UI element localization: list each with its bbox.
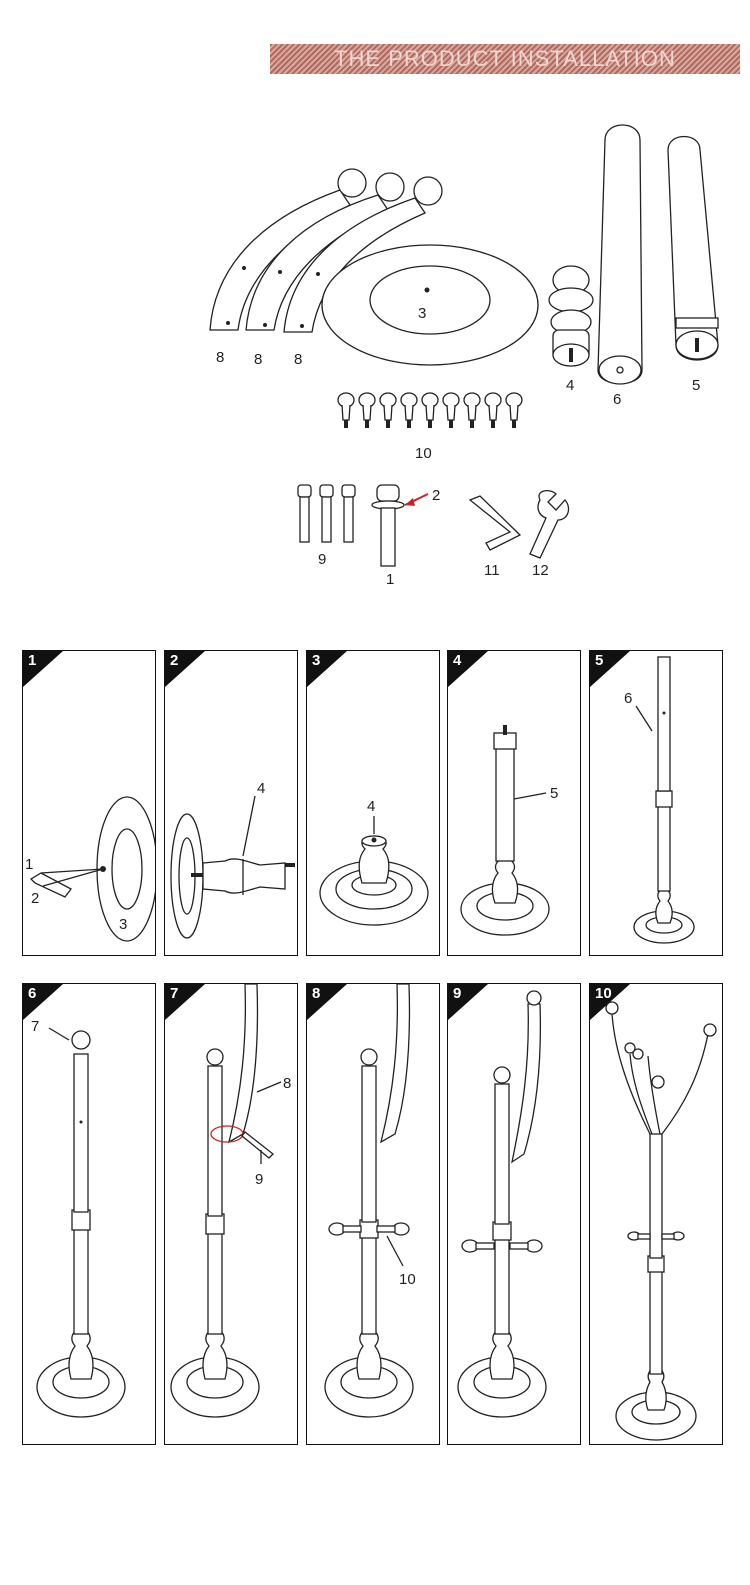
step-illustration	[457, 990, 547, 1418]
step-illustration	[605, 1001, 717, 1441]
step-number: 9	[453, 985, 462, 1002]
long-pole-part	[597, 124, 643, 385]
step-panel-9: 9	[447, 983, 581, 1445]
step-label: 9	[255, 1171, 263, 1188]
step-illustration: 5	[460, 725, 558, 936]
arm-part-1	[209, 168, 367, 331]
step-panel-6: 6 7	[22, 983, 156, 1445]
wrench-part	[529, 489, 570, 559]
step-label: 5	[550, 785, 558, 802]
step-panel-4: 4 5	[447, 650, 581, 956]
step-number: 7	[170, 985, 179, 1002]
step-label: 4	[257, 780, 265, 797]
step-label: 6	[624, 690, 632, 707]
step-label: 2	[31, 890, 39, 907]
step-tab	[590, 651, 630, 687]
base-disc-part	[321, 244, 539, 366]
step-panel-3: 3 4	[306, 650, 440, 956]
part-label-1: 1	[386, 571, 394, 588]
part-label-4: 4	[566, 377, 574, 394]
step-number: 8	[312, 985, 321, 1002]
part-label-8a: 8	[216, 349, 224, 366]
step-illustration: 6	[624, 656, 695, 944]
lower-pole-part	[667, 136, 719, 361]
step-label: 10	[399, 1271, 416, 1288]
step-illustration: 10	[324, 984, 416, 1418]
step-number: 3	[312, 652, 321, 669]
turned-post-part	[548, 265, 594, 367]
bolts-part	[297, 484, 356, 543]
step-tab	[23, 984, 63, 1020]
dowel-part	[371, 484, 429, 567]
step-panel-1: 1 1 2 3	[22, 650, 156, 956]
step-tab	[23, 651, 63, 687]
part-label-10: 10	[415, 445, 432, 462]
step-tab	[307, 984, 347, 1020]
step-tab	[165, 651, 205, 687]
part-label-8b: 8	[254, 351, 262, 368]
part-label-9: 9	[318, 551, 326, 568]
banner-title: THE PRODUCT INSTALLATION	[334, 46, 676, 71]
arm-part-2	[245, 172, 405, 331]
step-panel-5: 5 6	[589, 650, 723, 956]
installation-banner: THE PRODUCT INSTALLATION	[270, 44, 740, 74]
step-label: 4	[367, 798, 375, 815]
part-label-6: 6	[613, 391, 621, 408]
step-illustration: 4	[170, 780, 295, 939]
part-label-8c: 8	[294, 351, 302, 368]
step-number: 5	[595, 652, 604, 669]
step-number: 2	[170, 652, 179, 669]
step-tab	[448, 984, 488, 1020]
step-tab	[165, 984, 205, 1020]
step-panel-8: 8 10	[306, 983, 440, 1445]
part-label-12: 12	[532, 562, 549, 579]
step-label: 1	[25, 856, 33, 873]
step-tab	[448, 651, 488, 687]
step-illustration: 4	[319, 798, 429, 926]
part-label-2: 2	[432, 487, 440, 504]
step-label: 7	[31, 1018, 39, 1035]
part-label-11: 11	[484, 562, 500, 579]
step-number: 6	[28, 985, 37, 1002]
allen-key-part	[468, 495, 522, 551]
step-number: 4	[453, 652, 462, 669]
step-label: 8	[283, 1075, 291, 1092]
knob-row	[337, 392, 523, 429]
parts-overview: 8 8 8 3 4 6 5 10 9 1 2 11 12	[209, 124, 719, 588]
step-illustration: 1 2 3	[25, 796, 155, 942]
part-label-3: 3	[418, 305, 426, 322]
step-number: 1	[28, 652, 37, 669]
step-tab	[307, 651, 347, 687]
part-label-5: 5	[692, 377, 700, 394]
step-illustration: 7	[31, 1018, 126, 1418]
step-label: 3	[119, 916, 127, 933]
step-number: 10	[595, 985, 612, 1002]
step-panel-2: 2 4	[164, 650, 298, 956]
step-panel-10: 10	[589, 983, 723, 1445]
step-panel-7: 7 8 9	[164, 983, 298, 1445]
step-illustration: 8 9	[170, 984, 291, 1418]
